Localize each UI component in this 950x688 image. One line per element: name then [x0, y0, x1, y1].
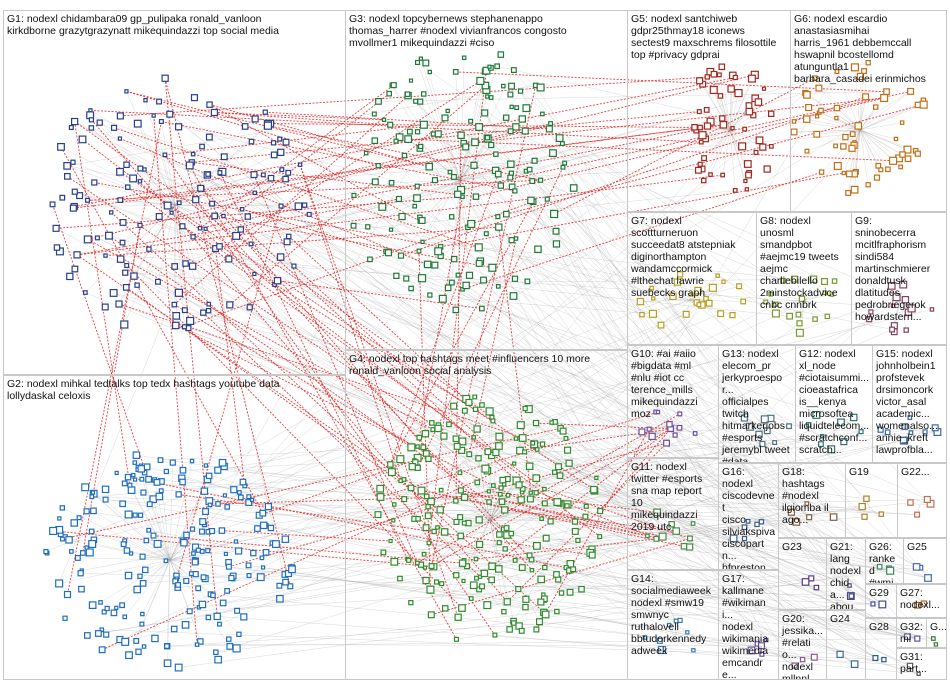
group-panel-g19: G19 — [845, 463, 898, 538]
group-label-g16: G16: nodexl ciscodevnet cisco silviakspi… — [722, 466, 776, 570]
group-panel-g2: G2: nodexl mihkal tedtalks top tedx hash… — [3, 375, 346, 680]
group-label-g4: G4: nodexl top hashtags meet #influencer… — [349, 353, 625, 377]
group-label-g1: G1: nodexl chidambara09 gp_pulipaka rona… — [7, 13, 343, 37]
group-label-g7: G7: nodexl scottturneruon succeedat8 ats… — [631, 215, 754, 299]
group-label-g18: G18: hashtags #nodexl ilgiomba il ago... — [782, 466, 843, 526]
group-panel-g32: G32: mik... — [896, 618, 927, 648]
group-panel-g11: G11: nodexl twitter #esports sna map rep… — [627, 458, 719, 570]
group-panel-g31: G31: part... — [896, 648, 947, 680]
group-label-g5: G5: nodexl santchiweb gdpr25thmay18 icon… — [631, 13, 788, 61]
group-label-g22: G22... — [901, 466, 944, 478]
group-panel-g23: G23 — [778, 538, 827, 610]
group-panel-g24: G24 — [826, 610, 866, 680]
group-label-g21: G21: lang nodexl chida... about... — [830, 541, 863, 610]
group-panel-g15: G15: nodexl johnholbein1 profstevek drsi… — [872, 345, 947, 463]
group-label-g30: G... — [930, 621, 944, 633]
group-panel-g28: G28 — [865, 618, 897, 680]
group-label-g28: G28 — [869, 621, 894, 633]
group-label-g11: G11: nodexl twitter #esports sna map rep… — [631, 461, 716, 533]
group-label-g12: G12: nodexl xl_node #ciotaisummi... cioe… — [799, 348, 870, 456]
group-label-g10: G10: #ai #aiio #bigdata #ml #nlu #iot cc… — [631, 348, 716, 420]
group-panel-g13: G13: nodexl elecom_pr jerkyproespor... o… — [718, 345, 796, 463]
group-panel-g9: G9: sninobecerra mcitlfraphorism sindi58… — [851, 212, 947, 345]
group-panel-g10: G10: #ai #aiio #bigdata #ml #nlu #iot cc… — [627, 345, 719, 458]
group-label-g25: G25 — [907, 541, 944, 553]
group-label-g13: G13: nodexl elecom_pr jerkyproespor... o… — [722, 348, 793, 463]
group-label-g19: G19 — [849, 466, 895, 478]
group-panel-g3: G3: nodexl topcybernews stephanenappo th… — [345, 10, 628, 350]
group-panel-g7: G7: nodexl scottturneruon succeedat8 ats… — [627, 212, 757, 345]
group-label-g20: G20: jessika... #relatio... nodexl mllnn… — [782, 613, 824, 680]
group-panel-g27: G27: nodexl... — [896, 584, 947, 618]
group-label-g14: G14: socialmediaweek nodexl #smw19 smwny… — [631, 573, 716, 657]
group-label-g31: G31: part... — [900, 651, 944, 675]
group-panel-g18: G18: hashtags #nodexl ilgiomba il ago... — [778, 463, 846, 538]
group-panel-g8: G8: nodexl unosml smandpbot #aejmc19 twe… — [756, 212, 852, 345]
group-panel-g20: G20: jessika... #relatio... nodexl mllnn… — [778, 610, 827, 680]
group-panel-g29: G29 — [865, 584, 897, 618]
group-panel-g14: G14: socialmediaweek nodexl #smw19 smwny… — [627, 570, 719, 680]
group-panel-g30: G... — [926, 618, 947, 648]
group-label-g27: G27: nodexl... — [900, 587, 944, 611]
group-panel-g1: G1: nodexl chidambara09 gp_pulipaka rona… — [3, 10, 346, 375]
group-panel-g22: G22... — [897, 463, 947, 538]
group-label-g3: G3: nodexl topcybernews stephanenappo th… — [349, 13, 625, 49]
group-panel-g5: G5: nodexl santchiweb gdpr25thmay18 icon… — [627, 10, 791, 212]
group-label-g24: G24 — [830, 613, 863, 625]
group-panel-g17: G17: kallmane #wikimani... nodexl wikima… — [718, 570, 779, 680]
group-panel-g6: G6: nodexl escardio anastasiasmihai harr… — [790, 10, 947, 212]
group-panel-g12: G12: nodexl xl_node #ciotaisummi... cioe… — [795, 345, 873, 463]
group-label-g29: G29 — [869, 587, 894, 599]
group-panel-g26: G26: ranked #wmif... — [865, 538, 904, 584]
group-label-g23: G23 — [782, 541, 824, 553]
group-panel-g21: G21: lang nodexl chida... about... — [826, 538, 866, 610]
group-panel-g4: G4: nodexl top hashtags meet #influencer… — [345, 350, 628, 680]
group-label-g26: G26: ranked #wmif... — [869, 541, 901, 584]
group-label-g17: G17: kallmane #wikimani... nodexl wikima… — [722, 573, 776, 680]
group-label-g2: G2: nodexl mihkal tedtalks top tedx hash… — [7, 378, 343, 402]
group-label-g6: G6: nodexl escardio anastasiasmihai harr… — [794, 13, 944, 85]
group-label-g9: G9: sninobecerra mcitlfraphorism sindi58… — [855, 215, 944, 323]
group-panel-g16: G16: nodexl ciscodevnet cisco silviakspi… — [718, 463, 779, 570]
group-panel-g25: G25 — [903, 538, 947, 584]
group-label-g8: G8: nodexl unosml smandpbot #aejmc19 twe… — [760, 215, 849, 311]
group-label-g15: G15: nodexl johnholbein1 profstevek drsi… — [876, 348, 944, 456]
group-label-g32: G32: mik... — [900, 621, 924, 648]
